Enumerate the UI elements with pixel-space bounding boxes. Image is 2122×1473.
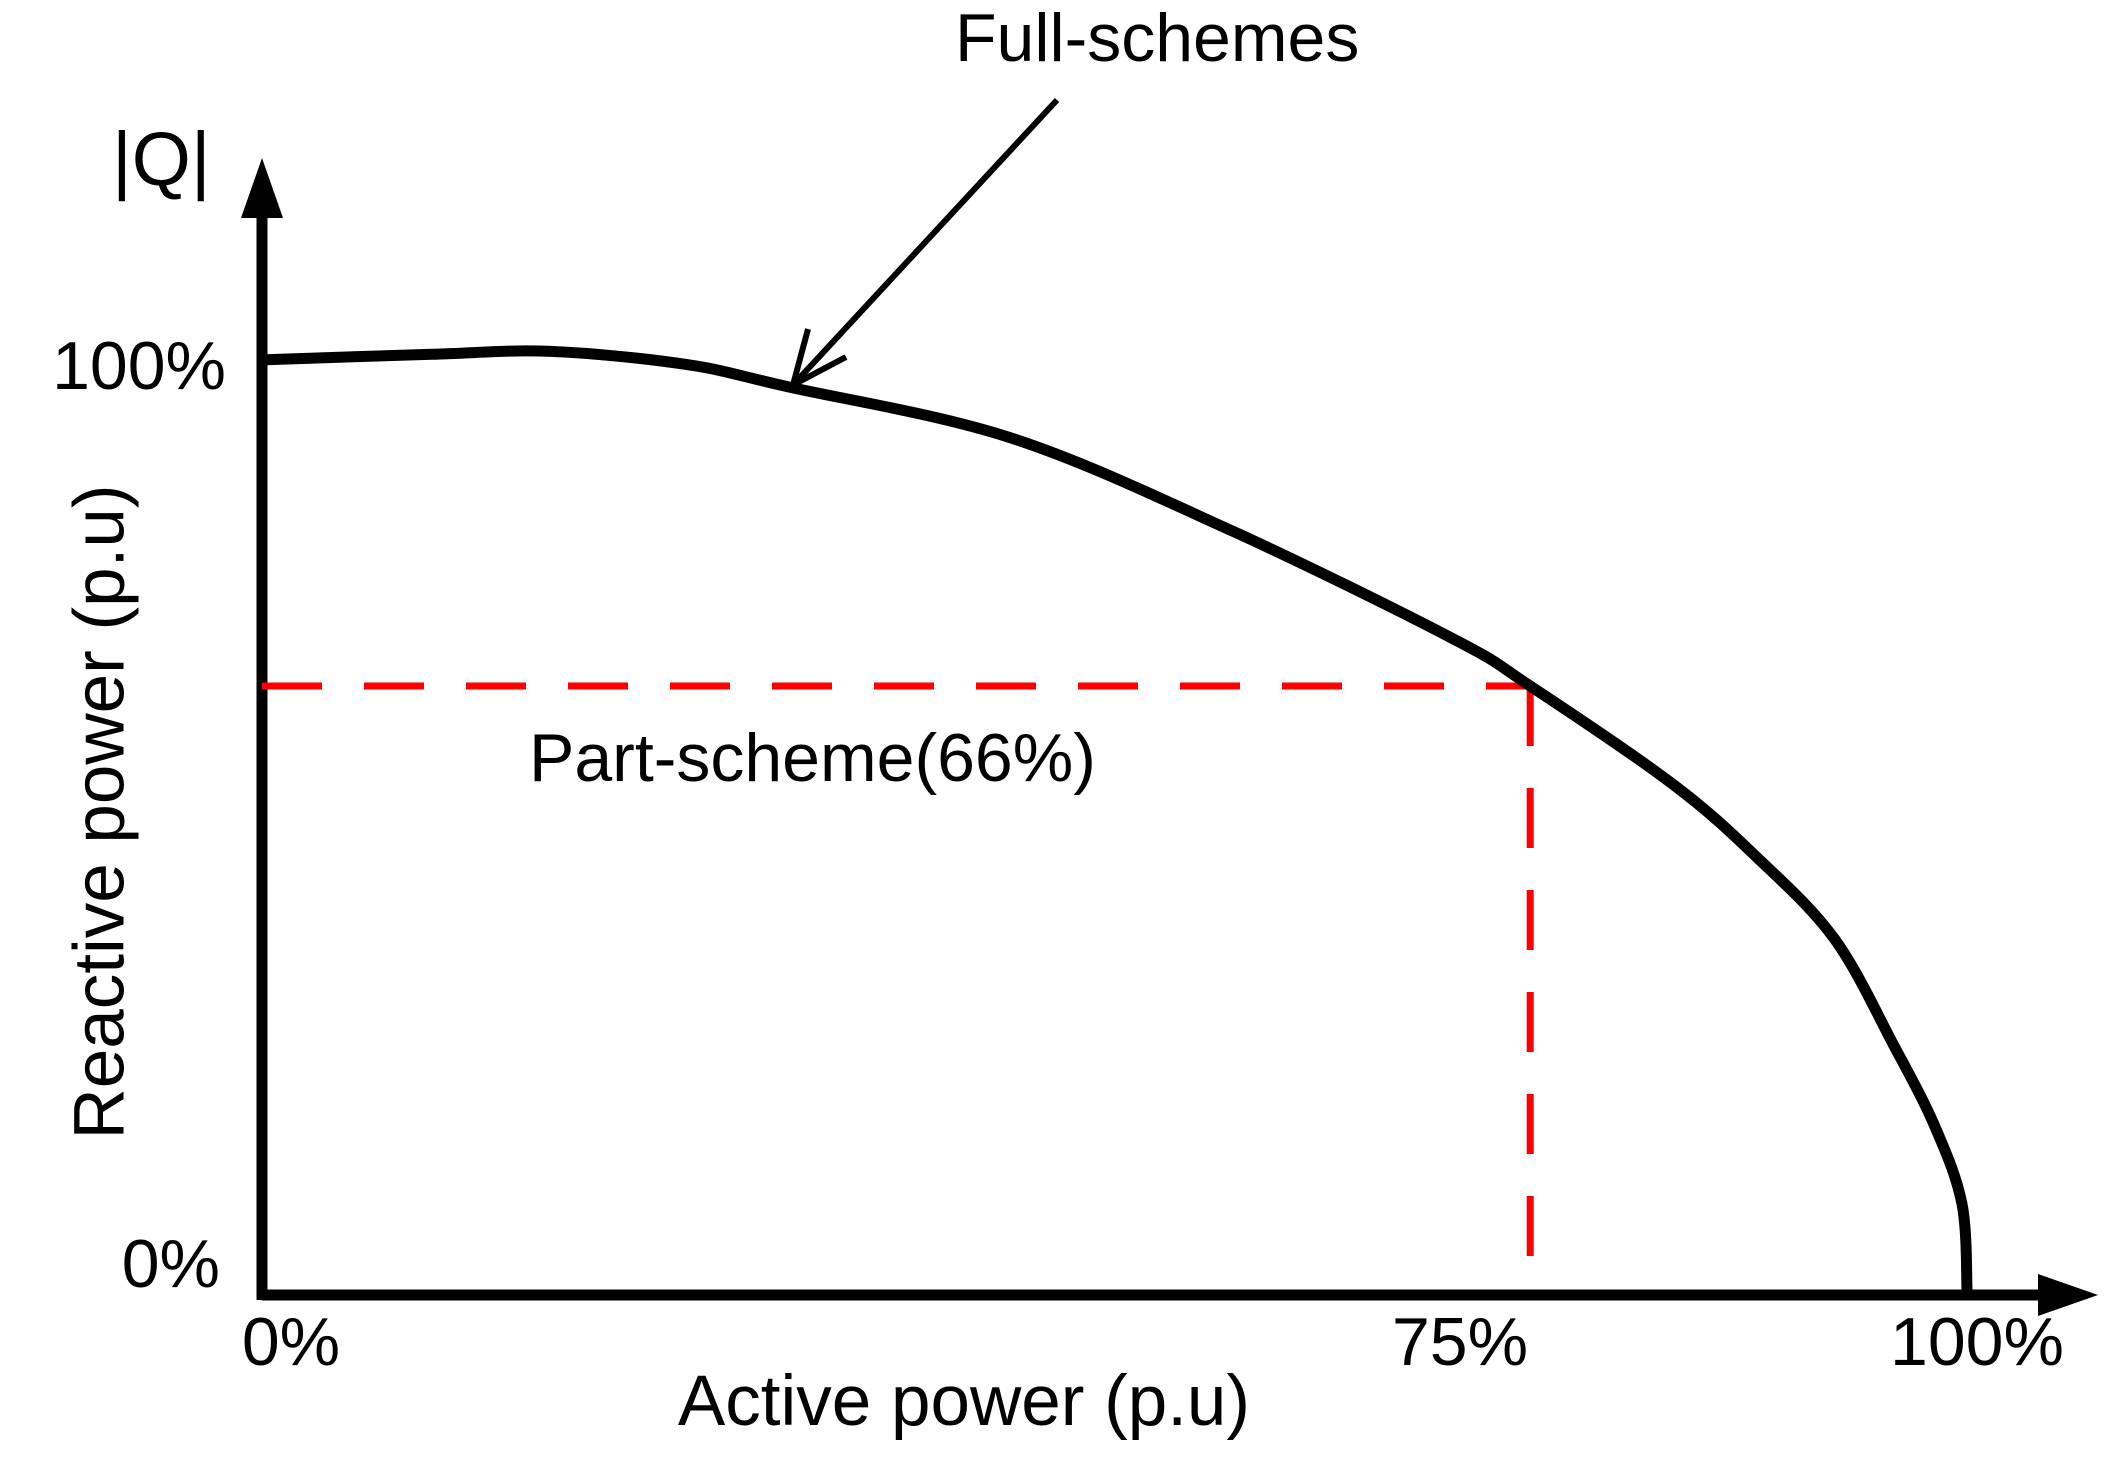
y-axis-arrowhead-icon — [241, 158, 283, 218]
full-schemes-curve — [256, 345, 1973, 1298]
y-axis-symbol-label: |Q| — [112, 117, 211, 202]
full-schemes-arrow-barb-lower — [791, 354, 848, 388]
x-tick-0-label: 0% — [241, 1304, 341, 1380]
y-tick-100-label: 100% — [52, 328, 226, 404]
full-schemes-arrow-barb-upper — [790, 328, 811, 386]
x-tick-100-label: 100% — [1890, 1304, 2064, 1380]
full-schemes-arrow-shaft — [790, 97, 1060, 388]
part-scheme-annotation: Part-scheme(66%) — [529, 720, 1096, 796]
x-axis-arrowhead-icon — [2038, 1274, 2098, 1316]
y-tick-0-label: 0% — [121, 1226, 220, 1302]
full-schemes-annotation: Full-schemes — [955, 0, 1360, 76]
x-tick-75-label: 75% — [1391, 1304, 1529, 1380]
x-axis-title: Active power (p.u) — [677, 1362, 1251, 1441]
y-axis-title: Reactive power (p.u) — [60, 484, 140, 1140]
